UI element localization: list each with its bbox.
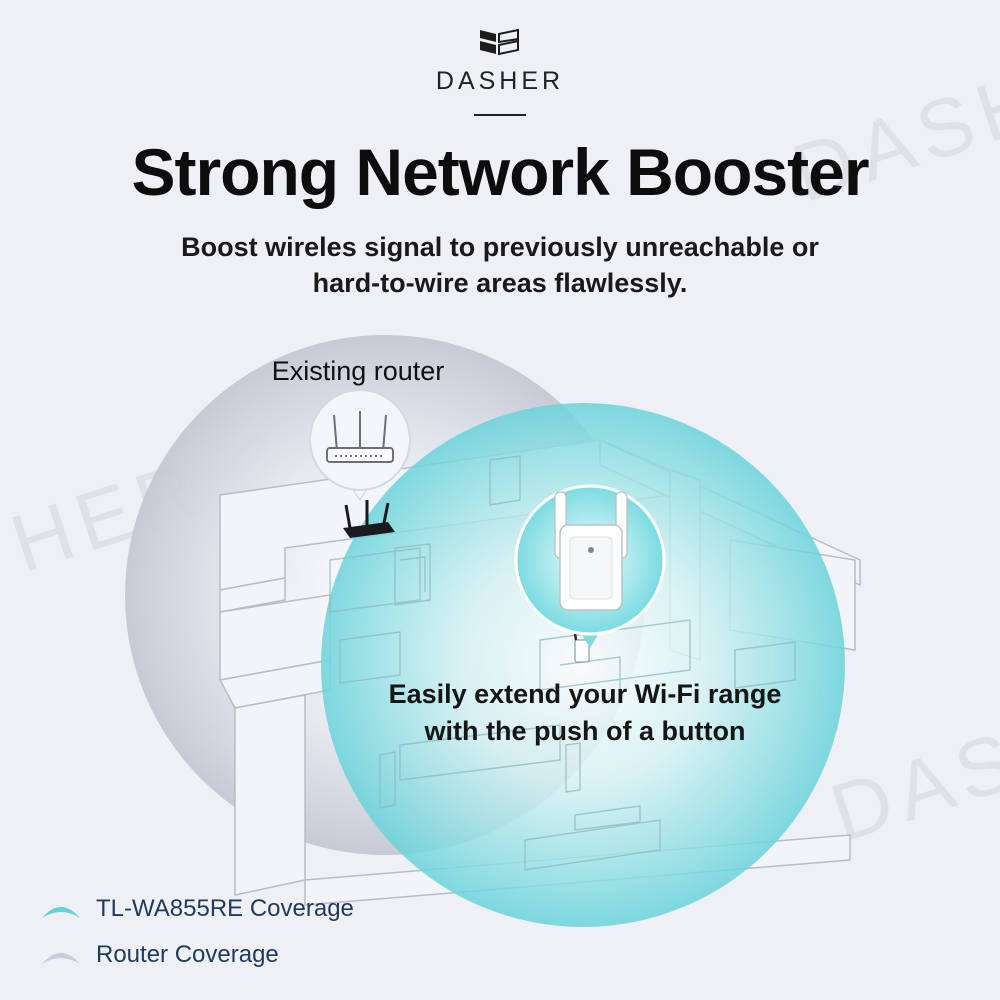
extender-callout-label: Easily extend your Wi-Fi range with the … (320, 676, 850, 750)
page-subtitle: Boost wireles signal to previously unrea… (150, 229, 850, 301)
extender-coverage-area (321, 403, 845, 927)
dasher-logo-icon (480, 28, 519, 56)
legend-router-label: Router Coverage (96, 941, 279, 968)
legend-router-coverage: Router Coverage (40, 941, 279, 969)
router-callout-label: Existing router (271, 356, 445, 386)
extender-callout-bubble (514, 484, 666, 648)
router-icon (326, 411, 394, 463)
legend-extender-coverage: TL-WA855RE Coverage (40, 895, 354, 923)
router-device-small (343, 500, 395, 538)
extender-callout-line-1: Easily extend your Wi-Fi range (388, 679, 782, 709)
subtitle-line-2: hard-to-wire areas flawlessly. (312, 268, 688, 298)
range-extender-icon (554, 491, 628, 611)
page-title: Strong Network Booster (131, 135, 869, 209)
router-callout-bubble (309, 389, 411, 501)
legend-extender-label: TL-WA855RE Coverage (96, 895, 354, 922)
brand-divider (474, 114, 526, 116)
router-coverage-swatch-icon (42, 953, 80, 964)
floorplan-furniture (329, 455, 796, 871)
subtitle-line-1: Boost wireles signal to previously unrea… (181, 232, 819, 262)
brand-logo: DASHER (0, 28, 1000, 116)
brand-name: DASHER (435, 67, 565, 95)
extender-callout-line-2: with the push of a button (424, 716, 746, 746)
extender-coverage-swatch-icon (42, 907, 80, 918)
